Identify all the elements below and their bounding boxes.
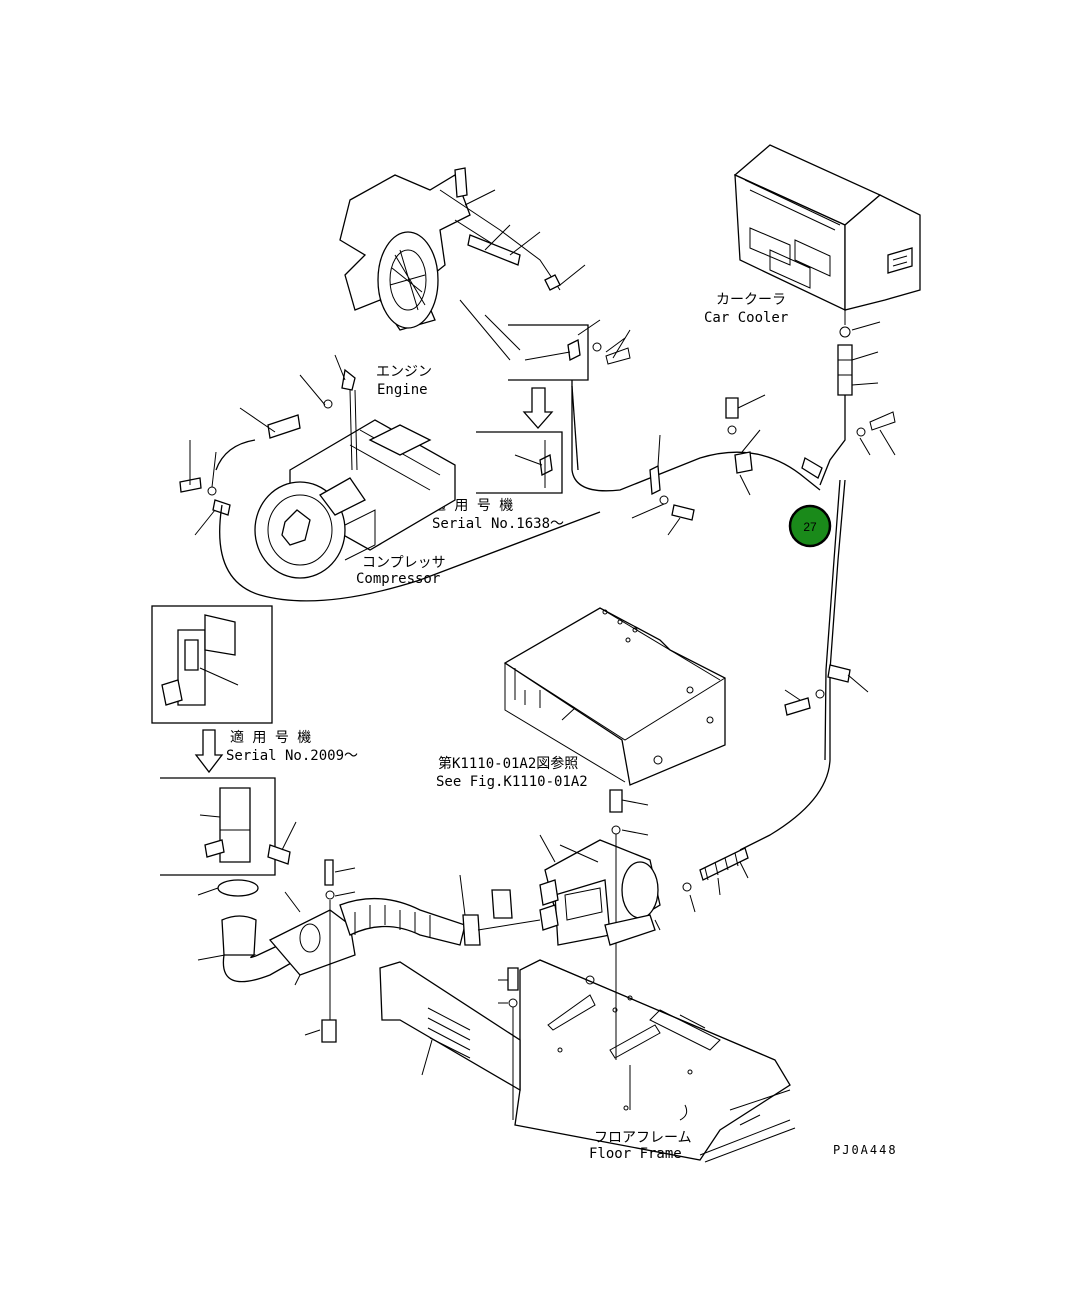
floor-frame-label-jp: フロアフレーム [594,1130,692,1146]
detail-box-serial-1638 [476,431,563,494]
compressor-assembly [179,354,456,579]
floor-frame [514,959,796,1163]
car-cooler-label-jp: カークーラ [716,292,786,308]
air-ducts [197,859,541,1043]
see-fig-label-en: See Fig.K1110-01A2 [436,774,588,790]
serial-2009-label-jp: 適 用 号 機 [230,729,311,746]
detail-arrow-down [522,387,554,429]
floor-frame-label-en: Floor Frame [589,1146,682,1162]
cab-frame-panel [503,607,726,786]
see-fig-label-jp: 第K1110-01A2図参照 [438,755,578,772]
inset-serial-2009 [151,605,273,774]
drawing-code: PJ0A448 [833,1143,898,1157]
serial-2009-label-en: Serial No.2009～ [226,748,358,764]
engine-label-jp: エンジン [376,364,432,380]
compressor-label-en: Compressor [356,571,440,587]
engine-label-en: Engine [377,382,428,398]
serial-1638-label-en: Serial No.1638～ [432,516,564,532]
inset-bracket-lower [160,777,297,876]
callout-27[interactable]: 27 [788,504,832,548]
refrigerant-hoses [215,380,896,851]
callout-27-number: 27 [803,520,817,534]
callout-27-badge [788,504,832,548]
car-cooler-label-en: Car Cooler [704,310,788,326]
compressor-label-jp: コンプレッサ [362,555,446,571]
floor-grille-panel [379,961,521,1120]
blower-unit [539,789,749,1060]
car-cooler-unit [733,144,921,396]
engine-assembly [339,167,631,381]
